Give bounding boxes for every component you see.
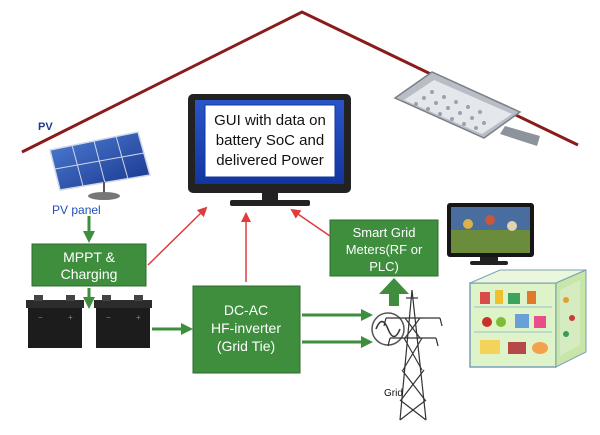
arrow-up-to-meter: [379, 278, 409, 306]
refrigerator-icon: [469, 269, 587, 368]
smart-meter-box: [329, 219, 439, 277]
gui-label-line-1: GUI with data on: [214, 112, 326, 129]
mppt-label-line-1: MPPT &: [63, 249, 116, 265]
grid-label: Grid: [384, 388, 403, 399]
solar-panel-icon: [49, 131, 151, 200]
svg-text:+: +: [136, 313, 141, 322]
battery-icon: − +: [94, 295, 152, 348]
gui-label-line-3: delivered Power: [216, 152, 324, 169]
battery-icon: − +: [26, 295, 84, 348]
arrow-mppt-to-gui: [147, 206, 208, 266]
tv-icon: [447, 203, 534, 265]
inverter-label-line-1: DC-AC: [224, 302, 268, 318]
svg-text:+: +: [68, 313, 73, 322]
street-light-icon: [393, 71, 540, 146]
inverter-label-line-3: (Grid Tie): [217, 338, 275, 354]
smart-meter-label-line-1: Smart Grid: [353, 225, 416, 240]
smart-meter-label-line-3: PLC): [369, 259, 399, 274]
mppt-label-line-2: Charging: [61, 266, 118, 282]
arrow-meter-to-gui: [290, 208, 331, 237]
svg-text:−: −: [106, 313, 111, 322]
pv-label: PV: [38, 121, 53, 133]
inverter-box: [192, 285, 301, 374]
inverter-label-line-2: HF-inverter: [211, 320, 281, 336]
gui-monitor: [188, 94, 351, 206]
smart-meter-label-line-2: Meters(RF or: [346, 242, 423, 257]
mppt-box: [31, 243, 147, 287]
transmission-tower-icon: [383, 289, 443, 421]
pv-panel-label: PV panel: [52, 203, 101, 217]
svg-text:−: −: [38, 313, 43, 322]
gui-label-line-2: battery SoC and: [216, 132, 324, 149]
